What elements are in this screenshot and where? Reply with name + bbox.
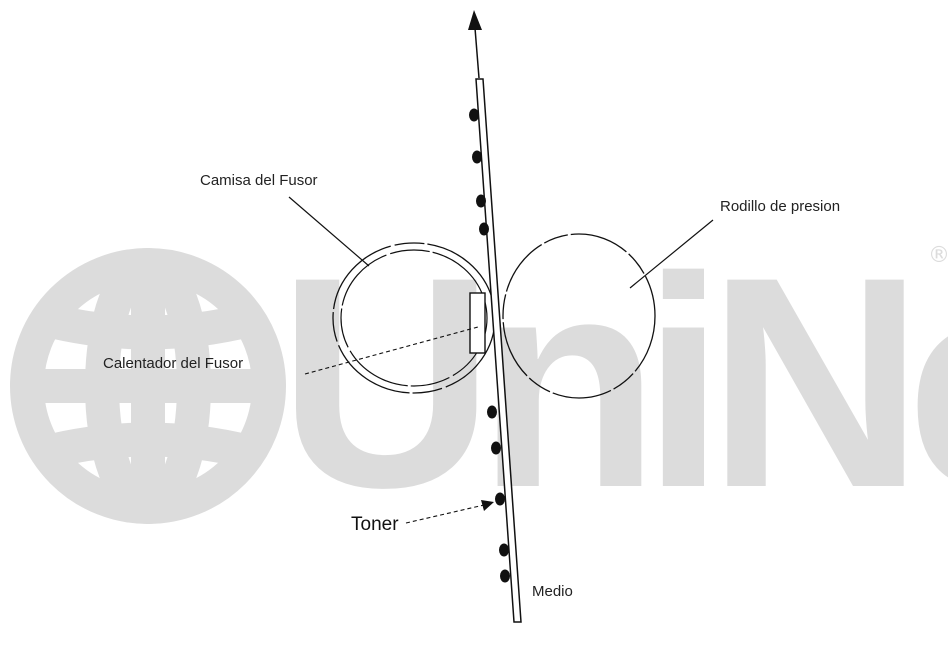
toner-particle bbox=[487, 405, 497, 419]
leader-toner bbox=[405, 500, 494, 524]
watermark: UniNet ® bbox=[10, 214, 948, 550]
arrow-up-icon bbox=[468, 10, 482, 79]
label-fuser-sleeve: Camisa del Fusor bbox=[200, 172, 318, 189]
watermark-registered-mark: ® bbox=[928, 243, 948, 268]
fuser-heater bbox=[469, 292, 486, 354]
toner-particle bbox=[472, 150, 482, 164]
label-pressure-roller: Rodillo de presion bbox=[720, 198, 840, 215]
pressure-roller bbox=[502, 233, 656, 399]
watermark-brand: UniNet bbox=[278, 214, 948, 550]
toner-particle bbox=[499, 543, 509, 557]
toner-particle bbox=[491, 441, 501, 455]
globe-icon bbox=[10, 248, 286, 524]
media-sheet bbox=[475, 78, 522, 623]
toner-particle bbox=[500, 569, 510, 583]
leader-fuser-heater bbox=[304, 326, 479, 375]
leader-fuser-sleeve bbox=[288, 196, 370, 267]
toner-particle bbox=[479, 222, 489, 236]
label-toner: Toner bbox=[351, 514, 399, 535]
label-fuser-heater: Calentador del Fusor bbox=[103, 355, 243, 372]
label-media: Medio bbox=[532, 583, 573, 600]
toner-particles bbox=[469, 108, 510, 583]
toner-particle bbox=[476, 194, 486, 208]
toner-particle bbox=[495, 492, 505, 506]
toner-particle bbox=[469, 108, 479, 122]
leader-pressure-roller bbox=[629, 219, 714, 289]
